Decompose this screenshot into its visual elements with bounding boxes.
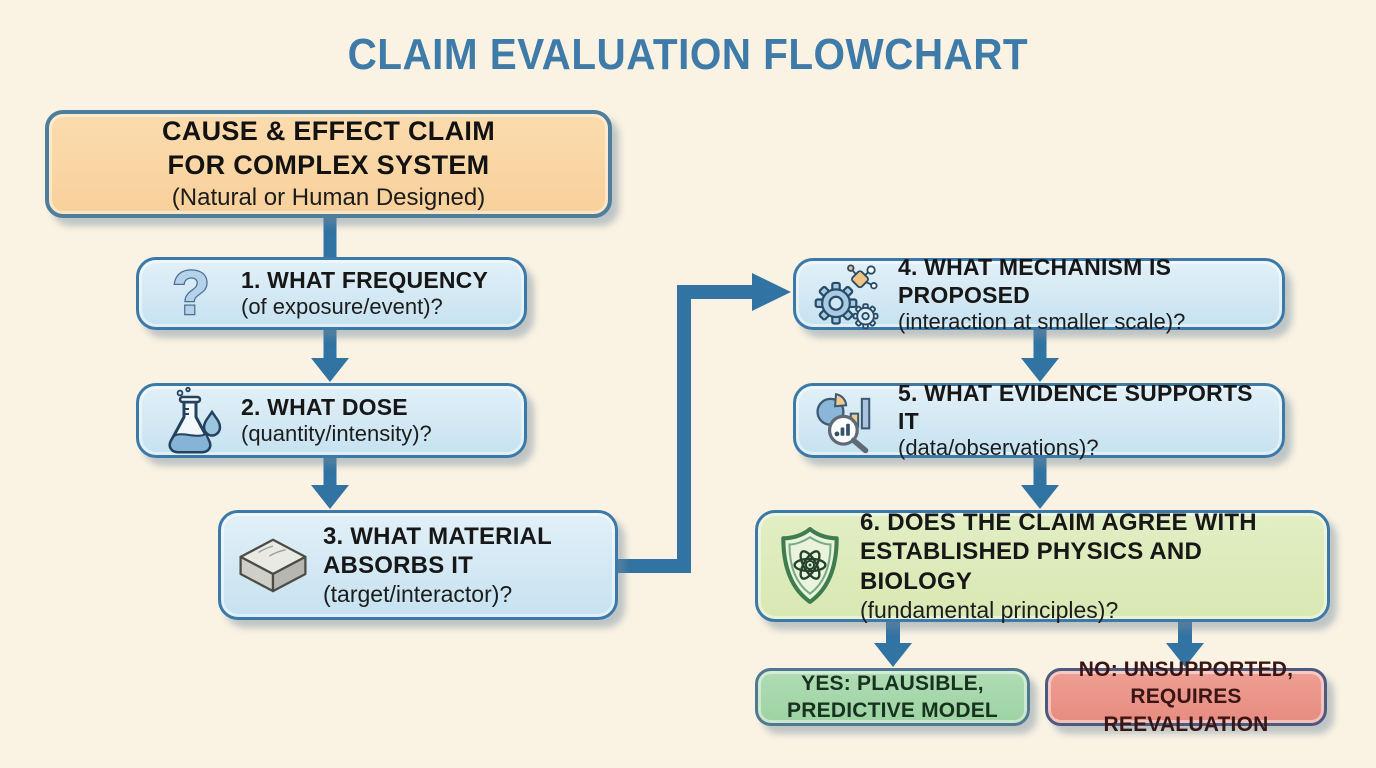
outcome-no-line1: NO: UNSUPPORTED, [1078,658,1294,682]
outcome-yes-box: YES: PLAUSIBLE, PREDICTIVE MODEL [755,668,1030,726]
magnifier-charts-icon [812,387,884,455]
step-2-title: 2. WHAT DOSE [241,394,408,421]
question-mark-icon: ? [155,262,227,326]
step-1-title: 1. WHAT FREQUENCY [241,267,489,294]
step-5-subtitle: (data/observations)? [898,435,1099,461]
page-title: CLAIM EVALUATION FLOWCHART [347,30,1029,79]
start-title-line1: CAUSE & EFFECT CLAIM [162,115,495,146]
step-6-title-line1: 6. DOES THE CLAIM AGREE WITH [860,509,1257,537]
step-4-subtitle: (interaction at smaller scale)? [898,308,1186,334]
start-subtitle: (Natural or Human Designed) [171,184,486,212]
step-3-title-line2: ABSORBS IT [323,551,474,579]
step-2-dose-box: 2. WHAT DOSE (quantity/intensity)? [136,383,527,458]
step-3-material-box: 3. WHAT MATERIAL ABSORBS IT (target/inte… [218,510,618,620]
step-4-title: 4. WHAT MECHANISM IS PROPOSED [898,253,1172,308]
step-5-title: 5. WHAT EVIDENCE SUPPORTS IT [898,380,1253,435]
step-6-title-line2: ESTABLISHED PHYSICS AND BIOLOGY [860,538,1202,595]
cube-icon [237,533,309,597]
step-3-title-line1: 3. WHAT MATERIAL [323,522,552,550]
start-node-cause-effect-claim: CAUSE & EFFECT CLAIM FOR COMPLEX SYSTEM … [45,110,612,218]
step-6-subtitle: (fundamental principles)? [860,596,1119,623]
step-3-subtitle: (target/interactor)? [323,581,513,608]
outcome-no-box: NO: UNSUPPORTED, REQUIRES REEVALUATION [1045,658,1327,736]
step-1-frequency-box: ? 1. WHAT FREQUENCY (of exposure/event)? [136,257,527,330]
outcome-no-line2: REQUIRES REEVALUATION [1103,685,1269,736]
svg-text:?: ? [172,262,210,326]
flask-droplet-icon [155,386,227,456]
gears-molecule-icon [812,258,884,330]
step-1-subtitle: (of exposure/event)? [241,294,443,320]
step-6-physics-biology-box: 6. DOES THE CLAIM AGREE WITH ESTABLISHED… [755,509,1330,623]
start-title-line2: FOR COMPLEX SYSTEM [167,149,490,180]
step-5-evidence-box: 5. WHAT EVIDENCE SUPPORTS IT (data/obser… [793,380,1285,460]
shield-atom-icon [774,526,846,606]
outcome-yes-line1: YES: PLAUSIBLE, [801,671,984,695]
step-4-mechanism-box: 4. WHAT MECHANISM IS PROPOSED (interacti… [793,254,1285,334]
step-2-subtitle: (quantity/intensity)? [241,421,432,447]
outcome-yes-line2: PREDICTIVE MODEL [787,699,998,722]
